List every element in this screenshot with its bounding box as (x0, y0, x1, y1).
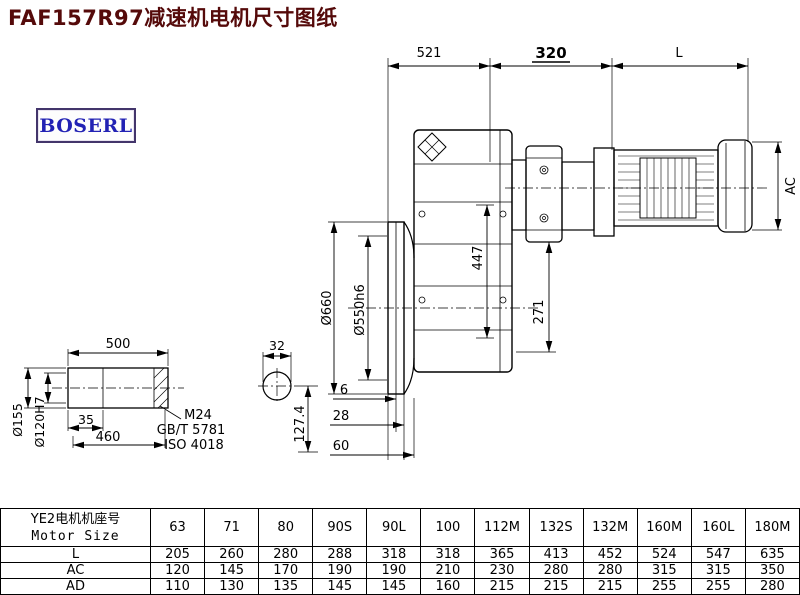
size-header-cell: 90L (366, 508, 422, 547)
dim-271: 271 (532, 300, 547, 325)
table-header-row: YE2电机机座号 Motor Size 63 71 80 90S 90L 100… (0, 508, 800, 547)
dim-127-4: 127.4 (293, 405, 308, 442)
dim-value-cell: 524 (636, 546, 692, 563)
dim-value-cell: 318 (420, 546, 476, 563)
dim-value-cell: 413 (528, 546, 584, 563)
size-header-cell: 160L (690, 508, 746, 547)
dim-value-cell: 145 (366, 578, 422, 595)
page-title: FAF157R97减速机电机尺寸图纸 (8, 6, 338, 30)
table-row-AD: AD 110 130 135 145 145 160 215 215 215 2… (0, 578, 800, 595)
dim-value-cell: 190 (366, 562, 422, 579)
oil-plug-icon (417, 132, 447, 162)
dim-value-cell: 110 (149, 578, 206, 595)
header-motor-size-en: Motor Size (31, 528, 120, 544)
dim-value-cell: 547 (690, 546, 746, 563)
dim-35: 35 (78, 412, 94, 427)
dim-value-cell: 215 (528, 578, 584, 595)
dim-shaft-od: Ø155 (10, 403, 25, 437)
dim-value-cell: 315 (636, 562, 692, 579)
dim-value-cell: 255 (690, 578, 746, 595)
dim-6: 6 (340, 383, 348, 398)
dim-value-cell: 215 (582, 578, 638, 595)
boserl-logo-text: BOSERL (39, 114, 133, 137)
dim-460: 460 (96, 430, 121, 445)
motor (613, 139, 753, 233)
header-motor-size: YE2电机机座号 Motor Size (0, 508, 151, 547)
dim-value-cell: 318 (366, 546, 422, 563)
dim-60: 60 (333, 439, 350, 454)
size-header-cell: 112M (474, 508, 530, 547)
dim-447: 447 (471, 246, 486, 271)
size-header-cell: 180M (744, 508, 800, 547)
dim-value-cell: 255 (636, 578, 692, 595)
motor-size-table: YE2电机机座号 Motor Size 63 71 80 90S 90L 100… (0, 508, 800, 595)
boserl-logo: BOSERL (36, 108, 136, 143)
dim-500: 500 (106, 337, 131, 352)
row-label: AC (0, 562, 151, 579)
dim-value-cell: 350 (744, 562, 800, 579)
dim-value-cell: 120 (149, 562, 206, 579)
dim-value-cell: 260 (204, 546, 260, 563)
dim-value-cell: 452 (582, 546, 638, 563)
size-header-cell: 63 (149, 508, 206, 547)
size-header-cell: 132S (528, 508, 584, 547)
row-label: AD (0, 578, 151, 595)
dim-value-cell: 215 (474, 578, 530, 595)
size-header-cell: 80 (258, 508, 314, 547)
dim-value-cell: 170 (258, 562, 314, 579)
dim-value-cell: 205 (149, 546, 206, 563)
dim-value-cell: 190 (312, 562, 368, 579)
dim-value-cell: 315 (690, 562, 746, 579)
dim-value-cell: 635 (744, 546, 800, 563)
fan-cowl (717, 139, 753, 233)
size-header-cell: 132M (582, 508, 638, 547)
drawing-lines (24, 58, 782, 460)
label-gbt-5781: GB/T 5781 (157, 423, 226, 438)
dim-value-cell: 280 (582, 562, 638, 579)
dim-value-cell: 210 (420, 562, 476, 579)
dim-320: 320 (535, 44, 566, 62)
dim-value-cell: 145 (204, 562, 260, 579)
centerlines (52, 187, 768, 404)
dim-value-cell: 160 (420, 578, 476, 595)
dim-value-cell: 280 (744, 578, 800, 595)
dimension-labels: 521 320 L AC 447 271 Ø660 Ø550h6 500 35 … (10, 44, 799, 454)
size-header-cell: 71 (204, 508, 260, 547)
dim-value-cell: 280 (528, 562, 584, 579)
dim-value-cell: 288 (312, 546, 368, 563)
size-header-cell: 90S (312, 508, 368, 547)
dim-AC: AC (784, 177, 799, 195)
row-label: L (0, 546, 151, 563)
dim-shaft-bore: Ø120H7 (32, 396, 47, 447)
motor-adapter (511, 145, 615, 243)
dim-value-cell: 130 (204, 578, 260, 595)
gearbox-housing (413, 129, 513, 373)
dim-value-cell: 230 (474, 562, 530, 579)
dim-28: 28 (333, 409, 350, 424)
technical-drawing: 521 320 L AC 447 271 Ø660 Ø550h6 500 35 … (10, 44, 799, 460)
dim-flange-spigot: Ø550h6 (353, 284, 368, 336)
dim-value-cell: 280 (258, 546, 314, 563)
dim-value-cell: 135 (258, 578, 314, 595)
dim-521: 521 (417, 46, 442, 61)
dim-value-cell: 365 (474, 546, 530, 563)
dim-flange-od: Ø660 (320, 290, 335, 325)
header-motor-size-cn: YE2电机机座号 (30, 511, 121, 527)
dim-32: 32 (269, 338, 285, 353)
dim-L: L (675, 46, 683, 61)
label-m24: M24 (184, 408, 212, 423)
label-iso-4018: ISO 4018 (164, 438, 224, 453)
size-header-cell: 100 (420, 508, 476, 547)
table-row-L: L 205 260 280 288 318 318 365 413 452 52… (0, 546, 800, 563)
table-row-AC: AC 120 145 170 190 190 210 230 280 280 3… (0, 562, 800, 579)
dim-value-cell: 145 (312, 578, 368, 595)
size-header-cell: 160M (636, 508, 692, 547)
